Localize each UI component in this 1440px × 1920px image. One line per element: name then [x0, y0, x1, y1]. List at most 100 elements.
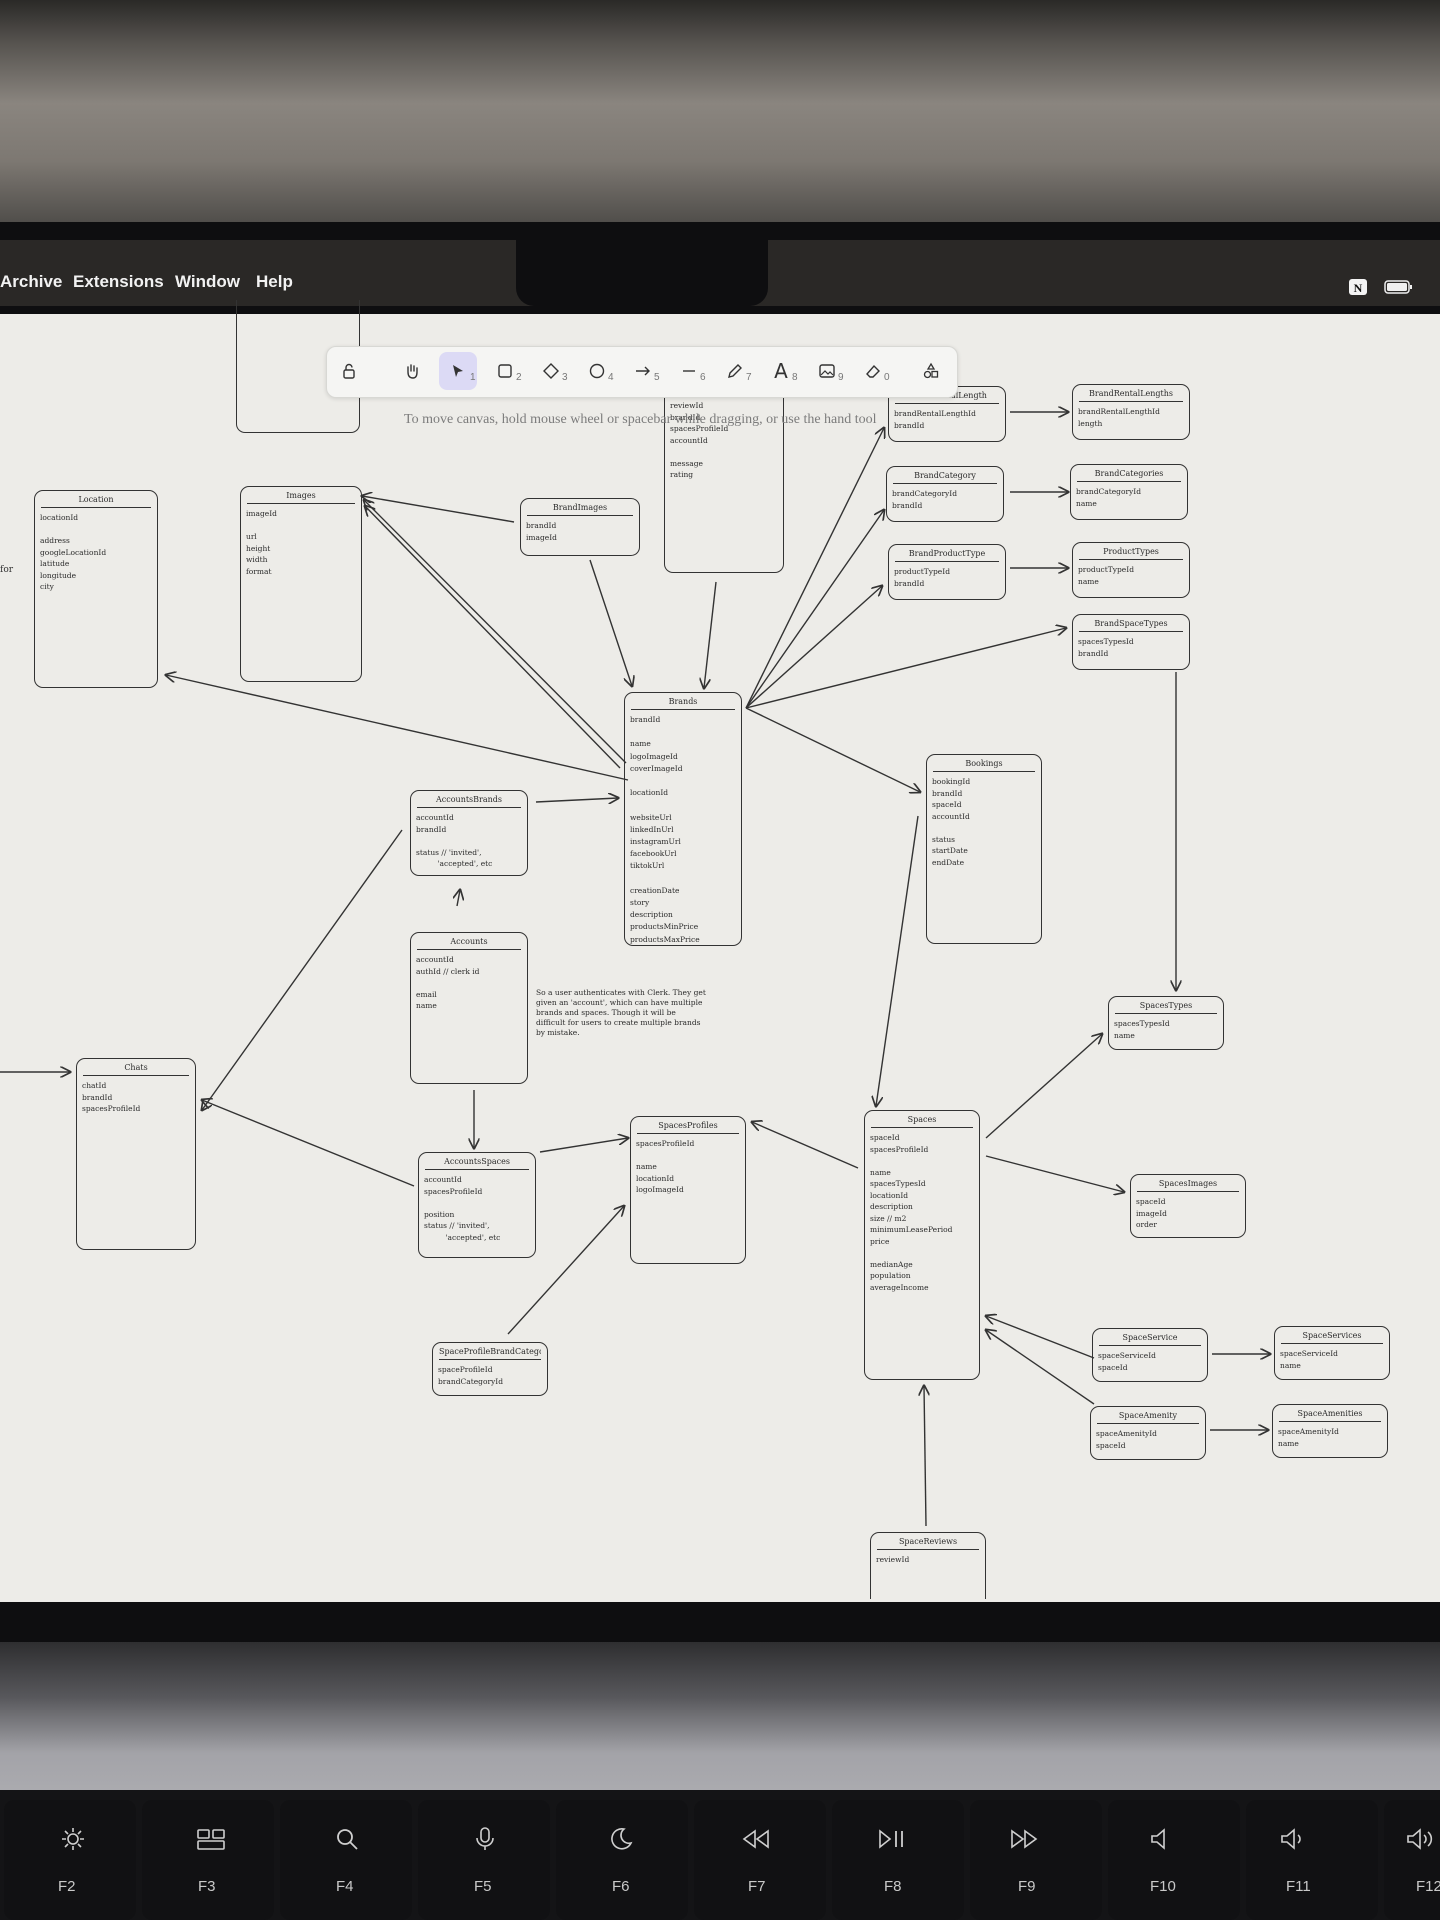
entity-fields: imageId url height width format: [246, 509, 277, 576]
entity-images[interactable]: Images imageId url height width format: [240, 486, 362, 682]
rectangle-tool-button[interactable]: [486, 352, 524, 390]
entity-fields: accountId brandId status // 'invited', '…: [416, 813, 493, 868]
entity-fields: brandId name logoImageId coverImageId lo…: [630, 715, 700, 944]
entity-title: Brands: [631, 697, 735, 710]
entity-title: BrandProductType: [895, 549, 999, 562]
entity-fields: brandCategoryId name: [1076, 487, 1142, 508]
entity-chats[interactable]: Chats chatId brandId spacesProfileId: [76, 1058, 196, 1250]
key-f3[interactable]: [142, 1800, 274, 1920]
entity-fields: brandRentalLengthId brandId: [894, 409, 976, 430]
camera-notch: [516, 240, 768, 306]
menu-extensions[interactable]: Extensions: [73, 272, 164, 291]
tool-key: 5: [654, 372, 660, 383]
key-f7[interactable]: [694, 1800, 826, 1920]
key-f12[interactable]: [1384, 1800, 1440, 1920]
eraser-icon: [866, 364, 880, 378]
entity-brandimages[interactable]: BrandImages brandId imageId: [520, 498, 640, 556]
entity-fields: spaceAmenityId spaceId: [1096, 1429, 1157, 1450]
key-label: F3: [198, 1878, 216, 1895]
entity-title: Images: [247, 491, 355, 504]
key-f4[interactable]: [280, 1800, 412, 1920]
tool-key: 9: [838, 372, 844, 383]
menu-help[interactable]: Help: [256, 272, 293, 291]
volume-down-icon: [1281, 1828, 1301, 1850]
selection-tool-button[interactable]: [439, 352, 477, 390]
entity-fields: chatId brandId spacesProfileId: [82, 1081, 141, 1113]
arrow-tool-button[interactable]: [624, 352, 662, 390]
play-pause-icon: [879, 1829, 903, 1849]
ellipse-tool-button[interactable]: [578, 352, 616, 390]
brightness-icon: [62, 1828, 84, 1850]
menu-archive[interactable]: Archive: [0, 272, 63, 291]
notion-icon[interactable]: N: [1348, 278, 1368, 296]
text-tool-button[interactable]: A: [762, 352, 800, 390]
diamond-tool-button[interactable]: [532, 352, 570, 390]
entity-bookings[interactable]: Bookings bookingId brandId spaceId accou…: [926, 754, 1042, 944]
key-label: F5: [474, 1878, 492, 1895]
key-label: F7: [748, 1878, 766, 1895]
entity-title: AccountsBrands: [417, 795, 521, 808]
entity-title: SpacesImages: [1137, 1179, 1239, 1192]
key-f6[interactable]: [556, 1800, 688, 1920]
entity-producttypes[interactable]: ProductTypes productTypeId name: [1072, 542, 1190, 598]
entity-fields: spaceProfileId brandCategoryId: [438, 1365, 504, 1386]
entity-brandproducttype[interactable]: BrandProductType productTypeId brandId: [888, 544, 1006, 600]
key-label: F2: [58, 1878, 76, 1895]
entity-title: SpacesTypes: [1115, 1001, 1217, 1014]
entity-spaceservice[interactable]: SpaceService spaceServiceId spaceId: [1092, 1328, 1208, 1382]
eraser-tool-button[interactable]: [854, 352, 892, 390]
entity-title: BrandCategory: [893, 471, 997, 484]
key-label: F4: [336, 1878, 354, 1895]
draw-tool-button[interactable]: [716, 352, 754, 390]
entity-fields: locationId address googleLocationId lati…: [40, 513, 107, 591]
entity-title: Spaces: [871, 1115, 973, 1128]
menu-window[interactable]: Window: [175, 272, 240, 291]
entity-spaceamenities[interactable]: SpaceAmenities spaceAmenityId name: [1272, 1404, 1388, 1458]
entity-accountsspaces[interactable]: AccountsSpaces accountId spacesProfileId…: [418, 1152, 536, 1258]
entity-accountsbrands[interactable]: AccountsBrands accountId brandId status …: [410, 790, 528, 876]
battery-icon[interactable]: [1384, 278, 1414, 296]
extra-tools-button[interactable]: [912, 352, 950, 390]
entity-brandcategory[interactable]: BrandCategory brandCategoryId brandId: [886, 466, 1004, 522]
entity-fields: accountId spacesProfileId position statu…: [424, 1175, 501, 1242]
key-f8[interactable]: [832, 1800, 964, 1920]
entity-reviews[interactable]: reviewId brandId spacesProfileId account…: [664, 398, 784, 573]
entity-spaces[interactable]: Spaces spaceId spacesProfileId name spac…: [864, 1110, 980, 1380]
entity-location[interactable]: Location locationId address googleLocati…: [34, 490, 158, 688]
tool-key: 6: [700, 372, 706, 383]
entity-spaceamenity[interactable]: SpaceAmenity spaceAmenityId spaceId: [1090, 1406, 1206, 1460]
rewind-icon: [742, 1829, 769, 1849]
entity-spacesimages[interactable]: SpacesImages spaceId imageId order: [1130, 1174, 1246, 1238]
entity-brandrentallengths[interactable]: BrandRentalLengths brandRentalLengthId l…: [1072, 384, 1190, 440]
key-f11[interactable]: [1246, 1800, 1378, 1920]
moon-icon: [611, 1827, 633, 1850]
image-tool-button[interactable]: [808, 352, 846, 390]
key-f9[interactable]: [970, 1800, 1102, 1920]
entity-brands[interactable]: Brands brandId name logoImageId coverIma…: [624, 692, 742, 946]
key-f5[interactable]: [418, 1800, 550, 1920]
entity-brandspacetypes[interactable]: BrandSpaceTypes spacesTypesId brandId: [1072, 614, 1190, 670]
line-icon: [683, 370, 695, 372]
entity-fields: spacesTypesId brandId: [1078, 637, 1134, 658]
entity-spacereviews[interactable]: SpaceReviews reviewId: [870, 1532, 986, 1599]
entity-title: SpaceReviews: [877, 1537, 979, 1550]
key-f2[interactable]: [4, 1800, 136, 1920]
hand-tool-button[interactable]: [393, 352, 431, 390]
entity-fields: spaceServiceId spaceId: [1098, 1351, 1156, 1372]
entity-spacestypes[interactable]: SpacesTypes spacesTypesId name: [1108, 996, 1224, 1050]
key-label: F11: [1286, 1878, 1311, 1895]
key-f10[interactable]: [1108, 1800, 1240, 1920]
edge-label: for: [0, 565, 14, 575]
rectangle-icon: [498, 364, 512, 378]
key-label: F8: [884, 1878, 902, 1895]
tool-key: 4: [608, 372, 614, 383]
entity-fields: accountId authId // clerk id email name: [416, 955, 480, 1010]
entity-spacesprofiles[interactable]: SpacesProfiles spacesProfileId name loca…: [630, 1116, 746, 1264]
entity-brandcategories[interactable]: BrandCategories brandCategoryId name: [1070, 464, 1188, 520]
line-tool-button[interactable]: [670, 352, 708, 390]
entity-spaceservices[interactable]: SpaceServices spaceServiceId name: [1274, 1326, 1390, 1380]
entity-accounts[interactable]: Accounts accountId authId // clerk id em…: [410, 932, 528, 1084]
image-icon: [819, 364, 835, 378]
entity-spaceprofilebrandcategories[interactable]: SpaceProfileBrandCategories spaceProfile…: [432, 1342, 548, 1396]
lock-tool-button[interactable]: [330, 352, 368, 390]
